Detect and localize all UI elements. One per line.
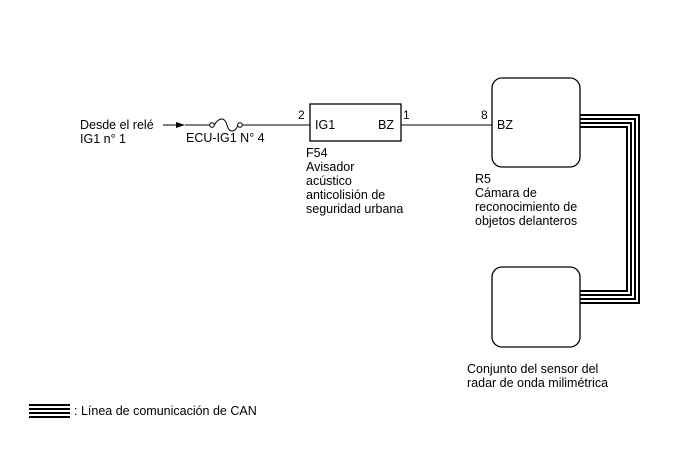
- radar-name-line2: radar de onda milimétrica: [467, 376, 609, 390]
- f54-name-line3: anticolisión de: [306, 188, 386, 202]
- can-bus-lines: [580, 114, 640, 304]
- f54-pin-in-number: 2: [298, 108, 305, 122]
- r5-name-line2: reconocimiento de: [475, 200, 578, 214]
- f54-code: F54: [306, 146, 328, 160]
- radar-name-line1: Conjunto del sensor del: [467, 362, 599, 376]
- f54-name-line4: seguridad urbana: [306, 202, 404, 216]
- r5-code: R5: [475, 172, 491, 186]
- f54-pin-in-name: IG1: [315, 118, 336, 132]
- r5-name-line3: objetos delanteros: [475, 214, 578, 228]
- r5-pin-name: BZ: [497, 118, 513, 132]
- f54-name-line2: acústico: [306, 174, 352, 188]
- legend-text: : Línea de comunicación de CAN: [74, 404, 257, 418]
- f54-pin-out-number: 1: [403, 108, 410, 122]
- source-label-line1: Desde el relé: [80, 118, 154, 132]
- f54-name-line1: Avisador: [306, 160, 355, 174]
- source-arrow: [163, 122, 185, 128]
- f54-box: [309, 103, 402, 142]
- radar-box: [491, 266, 581, 348]
- f54-pin-out-name: BZ: [378, 118, 394, 132]
- source-label-line2: IG1 n° 1: [80, 132, 126, 146]
- r5-pin-number: 8: [481, 108, 488, 122]
- legend-can-symbol: [29, 404, 70, 418]
- fuse-label: ECU-IG1 N° 4: [186, 131, 265, 145]
- fuse-symbol: [209, 118, 243, 132]
- r5-name-line1: Cámara de: [475, 186, 537, 200]
